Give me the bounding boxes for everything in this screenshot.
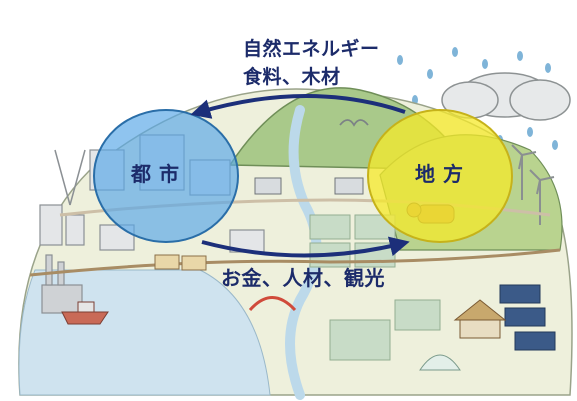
city-circle — [93, 109, 239, 243]
rural-circle — [367, 109, 513, 243]
wind-turbines — [511, 144, 555, 225]
solar-panels — [499, 284, 556, 351]
arrow-rural-to-city — [190, 94, 406, 119]
rural-label: 地方 — [415, 162, 471, 186]
trucks — [254, 177, 364, 195]
arrow-city-to-rural — [201, 236, 410, 258]
road-lower — [29, 248, 561, 277]
seabird — [339, 119, 369, 127]
flow-rural-to-city-line1: 自然エネルギー — [243, 38, 380, 60]
flow-city-to-rural-label: お金、人材、観光 — [221, 266, 385, 290]
city-label: 都市 — [131, 162, 187, 186]
train — [154, 254, 207, 271]
ship — [61, 301, 109, 325]
greenhouse — [419, 354, 461, 371]
flow-rural-to-city-line2: 食料、木材 — [243, 66, 341, 88]
rain-cloud — [441, 72, 571, 121]
farm-house — [453, 299, 507, 339]
red-bridge — [248, 296, 297, 312]
radio-tower — [54, 149, 86, 206]
